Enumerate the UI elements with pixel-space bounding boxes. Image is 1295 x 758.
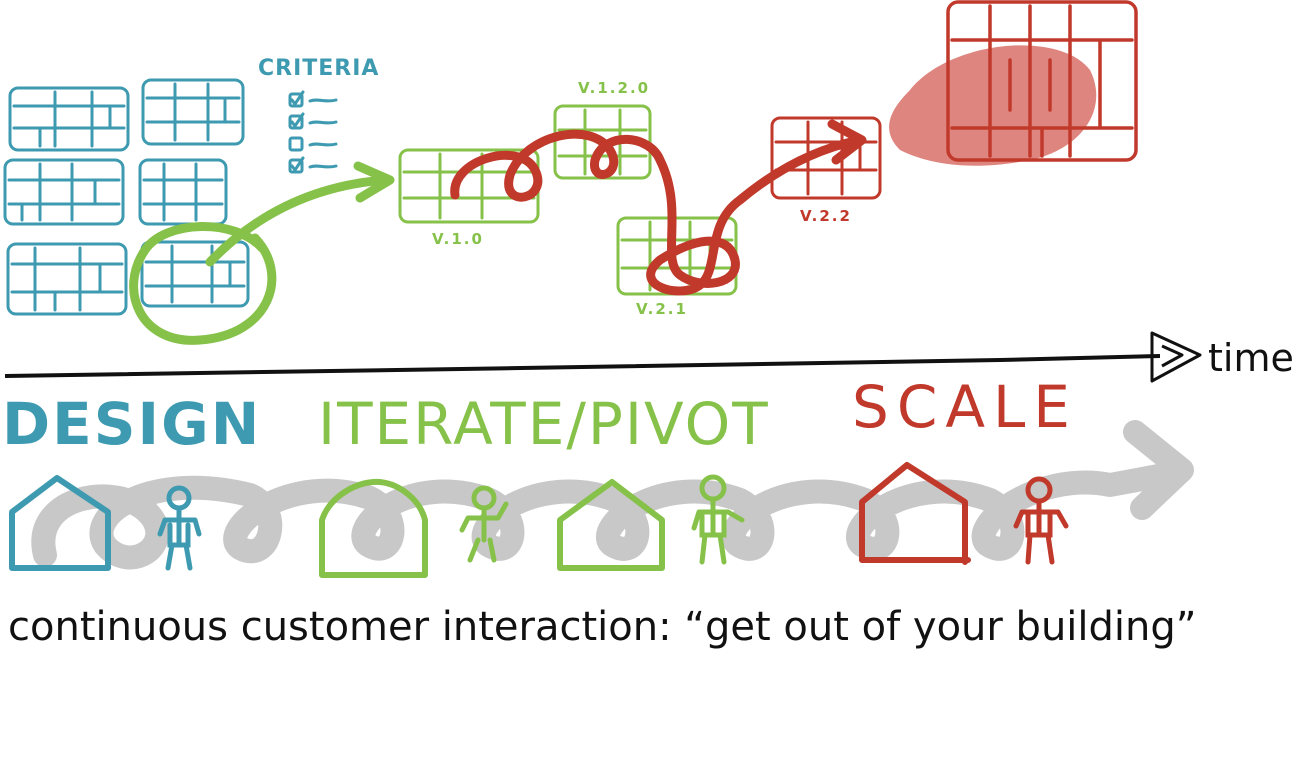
iterate-person-icon bbox=[459, 485, 509, 563]
plan-sketch bbox=[8, 86, 130, 152]
phase-label-design: DESIGN bbox=[2, 390, 262, 458]
checkmark-icon bbox=[290, 90, 305, 107]
criteria-line bbox=[308, 142, 338, 147]
time-axis-arrowhead bbox=[1150, 331, 1202, 383]
criteria-line bbox=[308, 98, 338, 103]
checkbox-icon bbox=[288, 114, 304, 130]
scale-house-icon bbox=[859, 462, 971, 565]
checkmark-icon bbox=[290, 112, 305, 129]
checkbox-icon bbox=[288, 136, 304, 152]
version-label-v2-2: V.2.2 bbox=[800, 207, 852, 225]
version-label-v1-0: V.1.0 bbox=[432, 230, 484, 248]
design-options-grid bbox=[3, 78, 250, 316]
selection-circle bbox=[129, 222, 277, 345]
scale-person-icon bbox=[1013, 476, 1069, 565]
scaled-plan bbox=[889, 0, 1138, 166]
scale-glow bbox=[889, 45, 1097, 166]
checkbox-icon bbox=[288, 92, 304, 108]
criteria-item bbox=[288, 136, 338, 152]
design-person-icon bbox=[157, 485, 202, 571]
checkbox-icon bbox=[288, 158, 304, 174]
version-label-v2-1: V.2.1 bbox=[636, 300, 688, 318]
plan-sketch bbox=[140, 240, 250, 308]
plan-sketch bbox=[3, 158, 125, 226]
caption: continuous customer interaction: “get ou… bbox=[8, 604, 1197, 650]
pivot-house-icon bbox=[557, 479, 665, 571]
phase-label-scale: SCALE bbox=[852, 373, 1078, 441]
plan-sketch bbox=[6, 242, 128, 316]
criteria-title: CRITERIA bbox=[258, 56, 380, 81]
criteria-checklist bbox=[288, 90, 338, 174]
time-axis bbox=[4, 331, 1202, 383]
checkmark-icon bbox=[290, 156, 305, 173]
design-house-icon bbox=[9, 475, 111, 571]
iterate-house-icon bbox=[319, 478, 428, 578]
plan-sketch bbox=[141, 78, 245, 146]
version-sketch-v2-2 bbox=[770, 116, 882, 200]
pivot-person-icon bbox=[691, 474, 745, 565]
criteria-line bbox=[308, 164, 338, 169]
time-axis-label: time bbox=[1208, 336, 1294, 380]
plan-sketch bbox=[138, 158, 228, 226]
criteria-item bbox=[288, 156, 338, 174]
criteria-item bbox=[288, 90, 338, 108]
criteria-item bbox=[288, 112, 338, 130]
selection-arrow bbox=[129, 161, 395, 345]
phase-label-iterate: ITERATE/PIVOT bbox=[318, 390, 770, 458]
version-label-v1-2-0: V.1.2.0 bbox=[578, 79, 651, 97]
criteria-line bbox=[308, 120, 338, 125]
